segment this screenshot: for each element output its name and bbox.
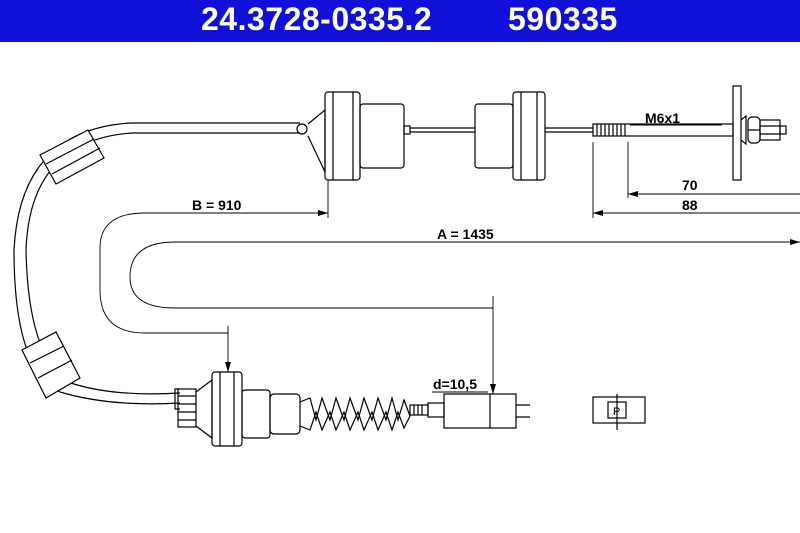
reference-number: 590335 — [508, 1, 618, 37]
arrowhead — [790, 239, 800, 245]
arrowhead — [593, 210, 603, 216]
end-symbol-outline — [592, 394, 646, 430]
arrowhead — [318, 210, 328, 216]
inner-cable-upper — [410, 127, 593, 133]
dim-70-line — [627, 142, 800, 198]
dim-b-label: B = 910 — [192, 197, 242, 213]
thread-label: M6x1 — [645, 110, 680, 126]
upper-adjuster — [296, 91, 411, 181]
sheath-sleeve-upper — [39, 129, 105, 185]
end-symbol-label: P — [613, 406, 620, 418]
part-number: 24.3728-0335.2 — [201, 1, 433, 37]
dim-a-label: A = 1435 — [437, 226, 494, 242]
threaded-end — [592, 85, 787, 181]
lower-adjuster — [174, 371, 411, 447]
dim-d-label: d=10,5 — [433, 376, 477, 392]
dim-88-label: 88 — [682, 197, 698, 213]
lower-end-fitting — [409, 393, 530, 429]
technical-drawing: M6x1 70 88 B = 910 A = 1435 d=10,5 P — [13, 85, 800, 447]
title-bar: 24.3728-0335.2 590335 — [0, 0, 800, 42]
dim-88-line — [592, 142, 800, 218]
sheath-sleeve-lower — [21, 331, 81, 399]
arrowhead — [225, 362, 231, 372]
dim-70-label: 70 — [682, 177, 698, 193]
arrowhead — [628, 191, 638, 197]
dim-a-line — [129, 241, 800, 394]
upper-bushing — [474, 91, 546, 181]
arrowhead — [490, 384, 496, 394]
